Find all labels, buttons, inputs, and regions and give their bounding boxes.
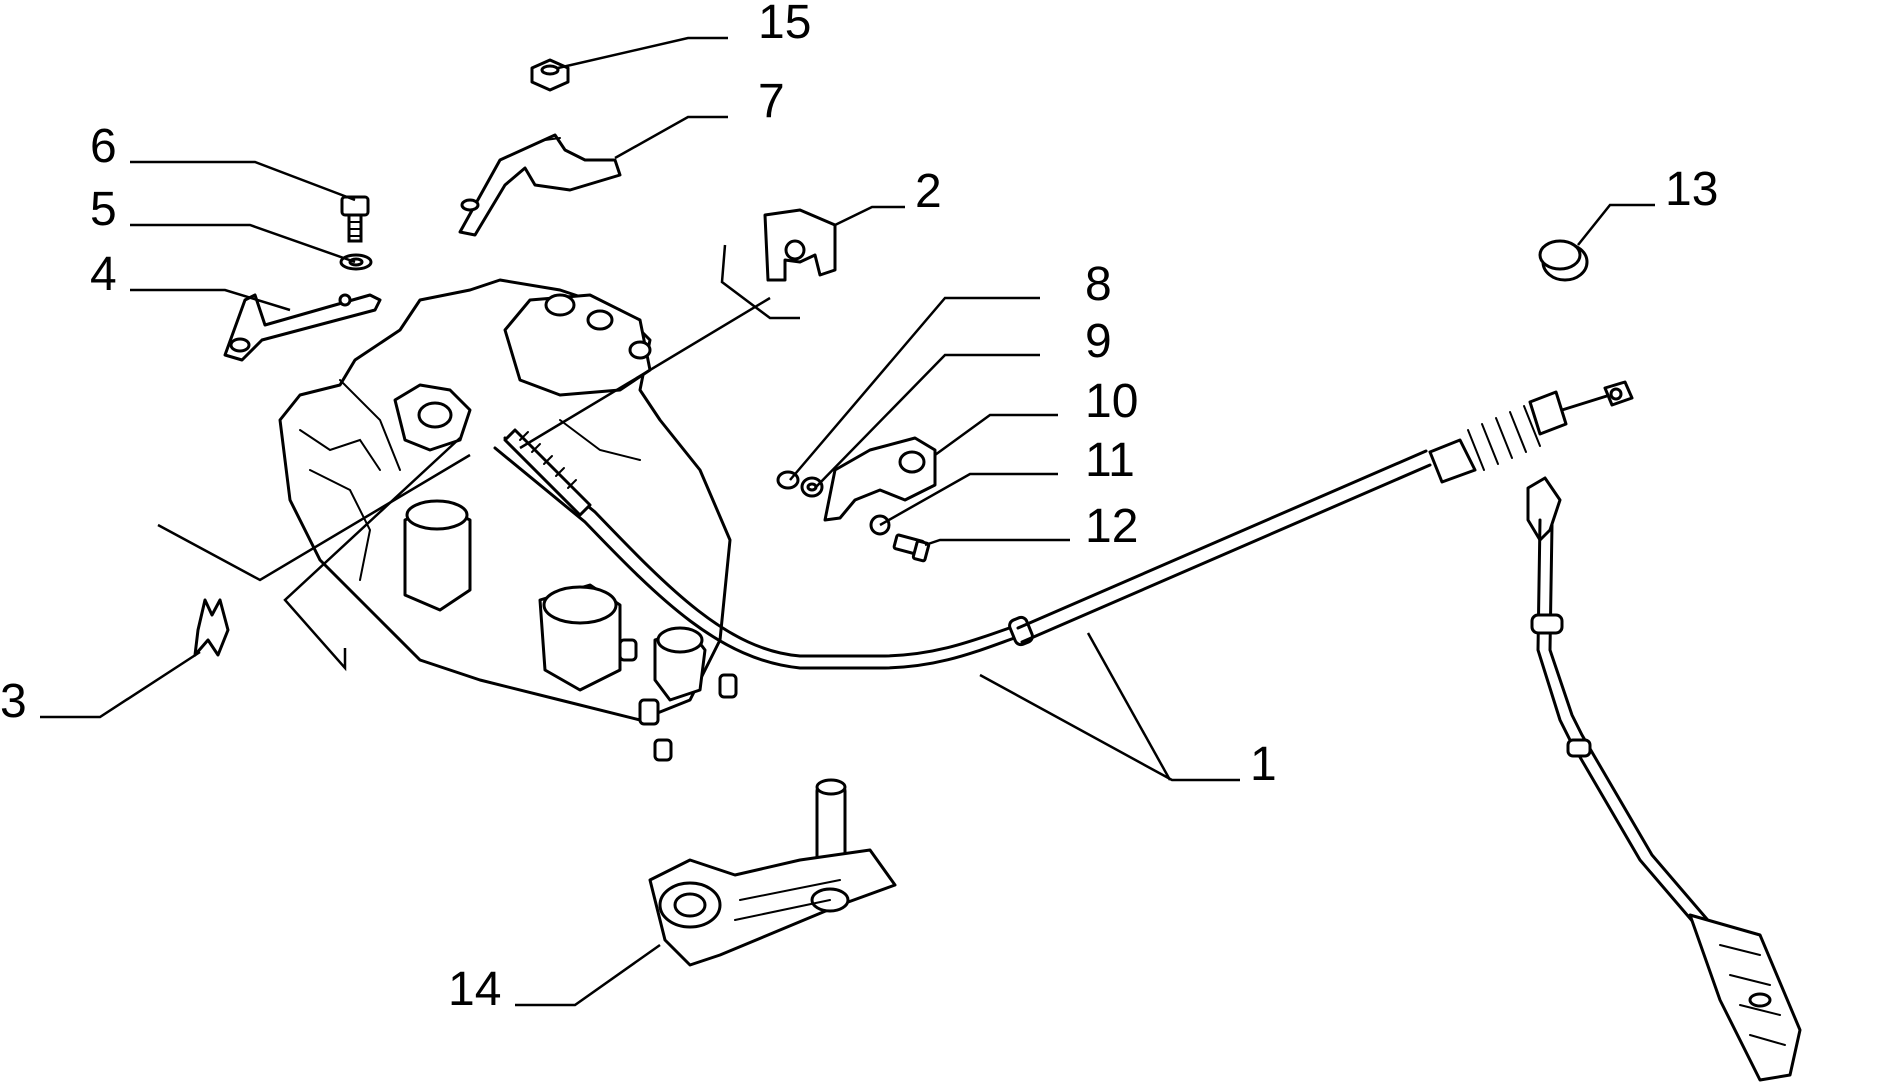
- washer-part-5: [339, 253, 373, 271]
- callout-15: 15: [758, 0, 811, 49]
- bolt-part-6: [340, 195, 370, 243]
- callout-6: 6: [90, 120, 117, 173]
- callout-11: 11: [1085, 434, 1135, 487]
- bracket-part-4: [223, 293, 382, 362]
- washer-part-9: [800, 476, 824, 498]
- callout-8: 8: [1085, 258, 1112, 311]
- accelerator-pedal: [1526, 476, 1802, 1082]
- cap-part-13: [1538, 239, 1589, 282]
- callout-7: 7: [758, 75, 785, 128]
- callout-12: 12: [1085, 500, 1138, 553]
- callout-10: 10: [1085, 375, 1138, 428]
- lever-part-14: [648, 778, 897, 967]
- callout-2: 2: [915, 165, 942, 218]
- gearbox-housing: [278, 278, 738, 762]
- bracket-part-7: [458, 133, 622, 237]
- leader-lines: [40, 36, 1655, 1007]
- callout-4: 4: [90, 248, 117, 301]
- callout-3: 3: [0, 675, 27, 728]
- callout-5: 5: [90, 183, 117, 236]
- nut-part-15: [530, 58, 570, 92]
- clip-part-3: [193, 598, 230, 657]
- cable-assembly: [493, 380, 1634, 670]
- callout-13: 13: [1665, 163, 1718, 216]
- callout-1: 1: [1250, 738, 1277, 791]
- callout-14: 14: [448, 963, 501, 1016]
- clip-part-2: [763, 208, 837, 282]
- callout-9: 9: [1085, 315, 1112, 368]
- bolt-part-12: [892, 533, 931, 563]
- bracket-part-10: [823, 436, 937, 522]
- callout-labels: 15 7 6 5 4 2 3 8 9 10 11 12 13 14 1: [0, 0, 1718, 1016]
